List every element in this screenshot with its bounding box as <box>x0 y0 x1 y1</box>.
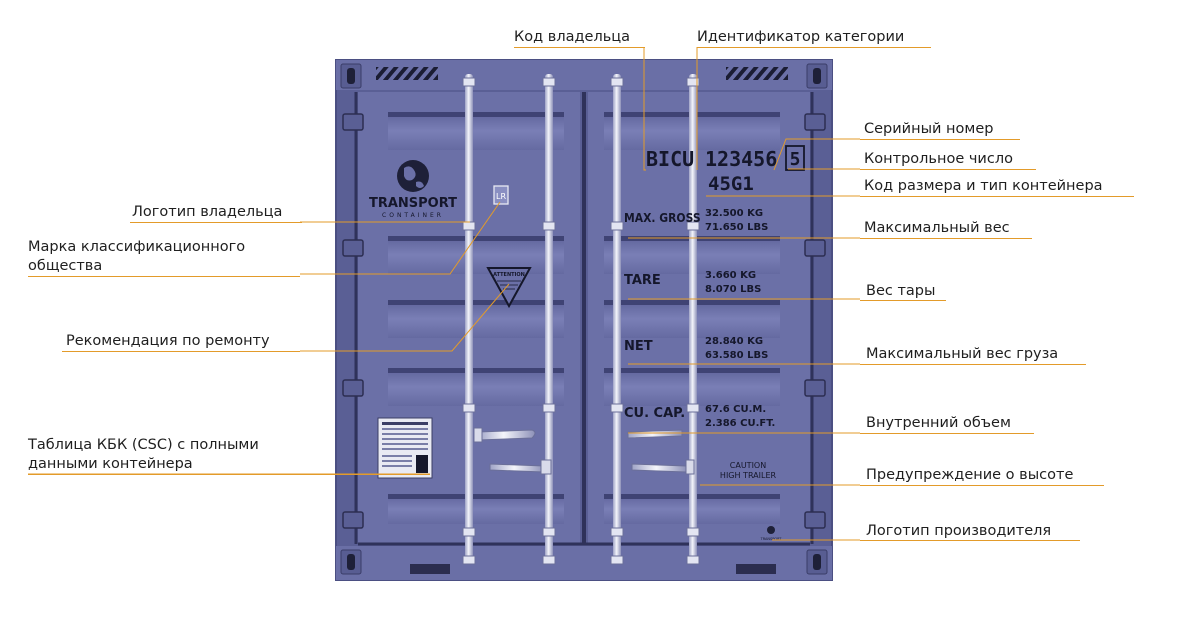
repair-warning-triangle <box>486 267 532 309</box>
callout-underline <box>130 222 302 223</box>
corner-casting-hole <box>347 554 355 570</box>
callout-size-type: Код размера и тип контейнера <box>864 178 1103 194</box>
serial-number-mark: 123456 <box>705 147 777 171</box>
callout-max-cargo-weight: Максимальный вес груза <box>866 346 1059 362</box>
net-label: NET <box>624 339 653 354</box>
callout-check-digit: Контрольное число <box>864 151 1013 167</box>
callout-underline <box>28 276 300 277</box>
left-door-corrugation <box>388 112 564 524</box>
callout-owner-logo: Логотип владельца <box>132 204 283 220</box>
logo-subtitle: CONTAINER <box>382 212 444 219</box>
attention-label: ATTENTION <box>493 272 525 278</box>
callout-owner-code: Код владельца <box>514 29 631 45</box>
net-kg: 28.840 KG <box>705 336 763 347</box>
check-digit-box <box>785 145 805 171</box>
owner-code-mark: BICU <box>646 147 694 171</box>
callout-underline <box>28 474 430 475</box>
callout-underline <box>860 300 946 301</box>
callout-csc-plate: Таблица КБК (CSC) с полными данными конт… <box>28 437 259 472</box>
bar-brackets <box>462 77 700 565</box>
manufacturer-logo-icon <box>767 526 775 534</box>
owner-logo: TRANSPORT CONTAINER <box>369 160 457 219</box>
cu-cap-m: 67.6 CU.M. <box>705 404 766 415</box>
caution-line2: HIGH TRAILER <box>720 471 777 480</box>
corner-casting-hole <box>813 554 821 570</box>
callout-underline <box>62 351 300 352</box>
csc-plate <box>377 417 433 479</box>
callout-underline <box>860 433 1034 434</box>
class-society-mark: LR <box>496 192 506 201</box>
callout-underline <box>860 485 1104 486</box>
caution-line1: CAUTION <box>730 461 766 470</box>
hazard-stripes-right <box>726 67 788 80</box>
tare-label: TARE <box>624 273 661 288</box>
forklift-slot-left <box>410 564 450 574</box>
callout-tare-weight: Вес тары <box>866 283 936 299</box>
callout-underline <box>860 540 1080 541</box>
callout-underline <box>860 169 1036 170</box>
locking-bars <box>465 74 697 562</box>
hazard-stripes-left <box>376 67 438 80</box>
callout-max-weight: Максимальный вес <box>864 220 1010 236</box>
max-gross-kg: 32.500 KG <box>705 208 763 219</box>
door-hinges <box>342 113 826 529</box>
manufacturer-mark: TRANSPORT <box>760 537 783 541</box>
door-handles <box>473 427 695 475</box>
callout-underline <box>697 47 931 48</box>
cu-cap-ft: 2.386 CU.FT. <box>705 418 775 429</box>
logo-title: TRANSPORT <box>369 196 457 211</box>
callout-internal-volume: Внутренний объем <box>866 415 1011 431</box>
size-type-mark: 45G1 <box>708 173 754 195</box>
class-society-badge <box>493 185 509 205</box>
cu-cap-label: CU. CAP. <box>624 406 685 421</box>
callout-underline <box>860 139 1020 140</box>
callout-underline <box>860 196 1134 197</box>
tare-kg: 3.660 KG <box>705 270 756 281</box>
max-gross-lbs: 71.650 LBS <box>705 222 768 233</box>
callout-manufacturer-logo: Логотип производителя <box>866 523 1052 539</box>
corner-casting-hole <box>813 68 821 84</box>
corner-casting-hole <box>347 68 355 84</box>
callout-underline <box>860 364 1086 365</box>
callout-underline <box>860 238 1032 239</box>
callout-height-warning: Предупреждение о высоте <box>866 467 1074 483</box>
callout-serial-number: Серийный номер <box>864 121 994 137</box>
callout-category-id: Идентификатор категории <box>697 29 905 45</box>
check-digit-mark: 5 <box>790 149 801 170</box>
forklift-slot-right <box>736 564 776 574</box>
callout-underline <box>514 47 645 48</box>
max-gross-label: MAX. GROSS <box>624 210 701 225</box>
tare-lbs: 8.070 LBS <box>705 284 761 295</box>
callout-repair-recommendation: Рекомендация по ремонту <box>66 333 270 349</box>
container-bottom-rail <box>336 546 832 580</box>
callout-class-society: Марка классификационного общества <box>28 239 246 274</box>
net-lbs: 63.580 LBS <box>705 350 768 361</box>
